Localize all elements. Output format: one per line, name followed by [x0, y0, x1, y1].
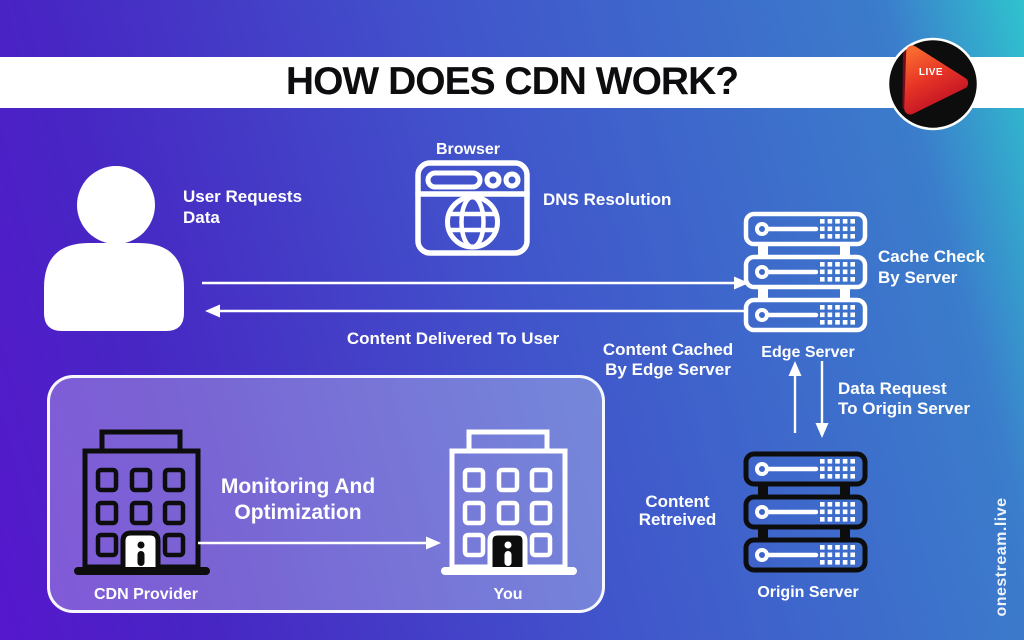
content-retreived-line2: Retreived: [638, 510, 717, 529]
user-request-line1: User Requests: [183, 187, 303, 206]
content-cached-line1: Content Cached: [602, 340, 734, 359]
origin-server-label: Origin Server: [757, 584, 859, 601]
user-to-edge-arrow: [202, 276, 749, 290]
globe-icon: [445, 194, 500, 250]
play-live-logo-icon: LIVE: [886, 37, 980, 131]
browser-globe-icon: [415, 160, 530, 256]
cdn-provider-label: CDN Provider: [93, 586, 199, 603]
edge-to-user-arrow: [205, 304, 745, 318]
data-request-line1: Data Request: [838, 379, 947, 398]
edge-dots: [820, 219, 855, 325]
cdn-provider-building-icon: [74, 429, 210, 575]
content-cached-line2: By Edge Server: [605, 360, 731, 379]
origin-to-edge-arrow: [788, 361, 802, 433]
title-band: [0, 57, 1024, 108]
logo-live-label: LIVE: [919, 67, 943, 78]
monitoring-line1: Monitoring And: [220, 475, 376, 498]
content-retreived-label: Content Retreived: [620, 493, 735, 529]
edge-server-label: Edge Server: [761, 344, 855, 361]
data-request-line2: To Origin Server: [838, 399, 970, 418]
content-delivered-label: Content Delivered To User: [346, 329, 560, 348]
user-request-line2: Data: [183, 208, 220, 227]
cache-check-line1: Cache Check: [878, 247, 985, 266]
user-icon: [44, 166, 184, 331]
play-triangle-icon: [904, 45, 969, 115]
you-label: You: [493, 586, 523, 603]
cache-check-line2: By Server: [878, 268, 958, 287]
cache-check-label: Cache Check By Server: [878, 246, 985, 288]
origin-server-icon: [743, 451, 868, 573]
content-cached-label: Content Cached By Edge Server: [558, 340, 778, 380]
dns-resolution-label: DNS Resolution: [543, 190, 672, 209]
monitoring-label: Monitoring And Optimization: [183, 474, 413, 526]
edge-to-origin-arrow: [815, 361, 829, 438]
origin-dots: [820, 459, 855, 565]
browser-label: Browser: [435, 141, 501, 158]
you-building-icon: [441, 429, 577, 575]
monitoring-line2: Optimization: [234, 501, 362, 524]
user-request-label: User Requests Data: [183, 186, 302, 228]
data-request-label: Data Request To Origin Server: [838, 379, 970, 419]
content-retreived-line1: Content: [645, 492, 710, 511]
page-title: HOW DOES CDN WORK?: [285, 60, 739, 103]
watermark-onestream: onestream.live: [993, 497, 1010, 617]
edge-server-icon: [743, 211, 868, 333]
